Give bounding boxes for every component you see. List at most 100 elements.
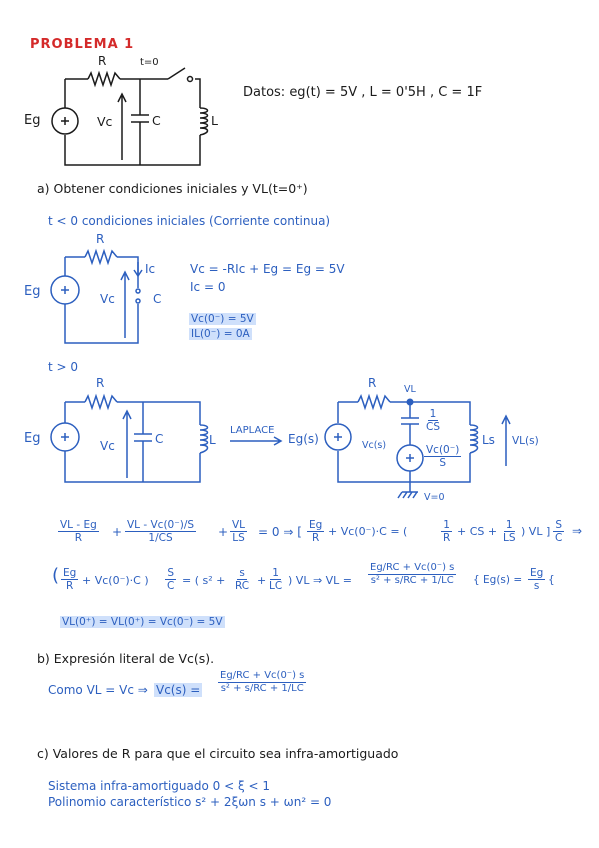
part-c-heading: c) Valores de R para que el circuito sea… bbox=[37, 746, 399, 761]
c4-vl-label: VL bbox=[404, 384, 416, 395]
eqb-frac-6: Eg s bbox=[528, 567, 546, 593]
eqb-big-frac: Eg/RC + Vc(0⁻) s s² + s/RC + 1/LC bbox=[368, 562, 457, 586]
eqa-f4-den: R bbox=[312, 532, 320, 545]
eqb-f2-den: C bbox=[167, 580, 175, 593]
eqa-frac-7: S C bbox=[553, 519, 564, 544]
eqa-frac-2: VL - Vc(0⁻)/S 1/CS bbox=[125, 519, 197, 545]
c4-egs-label: Eg(s) bbox=[288, 432, 319, 446]
c4-src-den: S bbox=[439, 457, 447, 470]
c1-l-label: L bbox=[211, 113, 218, 128]
c3-eg-label: Eg bbox=[24, 431, 41, 446]
eqb-f1-num: Eg bbox=[61, 567, 79, 581]
eqb-t4: ) VL ⇒ VL = bbox=[288, 574, 353, 587]
highlight-vl0: VL(0⁺) = VL(0⁺) = Vc(0⁻) = 5V bbox=[60, 616, 225, 628]
part-b-vcs: Vc(s) = bbox=[154, 683, 203, 697]
c4-vls-label: VL(s) bbox=[512, 435, 539, 447]
eqb-lp: ( bbox=[52, 565, 60, 586]
part-a-heading: a) Obtener condiciones iniciales y VL(t=… bbox=[37, 181, 308, 196]
c3-r-label: R bbox=[96, 376, 105, 390]
eqa-f2-num: VL - Vc(0⁻)/S bbox=[125, 519, 197, 533]
c4-src-frac: Vc(0⁻) S bbox=[424, 444, 462, 470]
c3-c-label: C bbox=[155, 432, 164, 446]
eqa-f4-num: Eg bbox=[307, 519, 325, 533]
t-greater-zero: t > 0 bbox=[48, 360, 79, 374]
eqa-mid: = 0 ⇒ [ bbox=[258, 525, 302, 539]
eqb-big-num: Eg/RC + Vc(0⁻) s bbox=[368, 562, 457, 575]
eqa-f5-num: 1 bbox=[441, 519, 452, 533]
laplace-label: LAPLACE bbox=[230, 425, 275, 436]
eqb-t5: { Eg(s) = bbox=[473, 574, 523, 586]
eqb-t1: + Vc(0⁻)·C ) bbox=[82, 574, 149, 587]
eqa-f3-den: LS bbox=[232, 532, 245, 545]
eqb-f4-num: 1 bbox=[270, 567, 281, 581]
eqb-frac-4: 1 LC bbox=[267, 567, 284, 592]
c4-cap-den: CS bbox=[426, 421, 440, 434]
part-c-line-1: Sistema infra-amortiguado 0 < ξ < 1 bbox=[48, 779, 270, 793]
c1-switch-label: t=0 bbox=[140, 57, 159, 68]
part-b-big-frac: Eg/RC + Vc(0⁻) s s² + s/RC + 1/LC bbox=[218, 670, 307, 694]
eqa-f7-num: S bbox=[553, 519, 564, 533]
eqa-f6-num: 1 bbox=[503, 519, 515, 533]
eqb-t6: { bbox=[548, 574, 555, 586]
part-b-big-num: Eg/RC + Vc(0⁻) s bbox=[218, 670, 307, 683]
part-b-como: Como VL = Vc ⇒ bbox=[48, 683, 148, 697]
eqa-t4: + Vc(0⁻)·C = ( bbox=[328, 525, 408, 538]
eqb-frac-3: s RC bbox=[233, 567, 251, 592]
eqa-plus-2: + bbox=[218, 525, 229, 539]
c4-ls-label: Ls bbox=[482, 433, 495, 447]
eqb-f3-num: s bbox=[237, 567, 247, 581]
eqa-f3-num: VL bbox=[230, 519, 248, 533]
eqa-f7-den: C bbox=[555, 532, 563, 545]
c2-c-label: C bbox=[153, 292, 162, 306]
eqa-f2-den: 1/CS bbox=[148, 532, 173, 545]
c4-vcs-label: Vc(s) bbox=[362, 440, 387, 451]
c4-src-num: Vc(0⁻) bbox=[424, 444, 462, 458]
eqb-f3-den: RC bbox=[235, 580, 250, 593]
eqa-frac-3: VL LS bbox=[230, 519, 248, 545]
part-b-heading: b) Expresión literal de Vc(s). bbox=[37, 651, 215, 666]
c3-l-label: L bbox=[209, 433, 216, 447]
eqb-t2: = ( s² + bbox=[182, 574, 226, 587]
eqa-f5-den: R bbox=[443, 532, 451, 545]
c1-c-label: C bbox=[152, 113, 161, 128]
c2-ic-label: Ic bbox=[145, 262, 156, 276]
c1-vc-label: Vc bbox=[97, 114, 113, 129]
eqb-frac-1: Eg R bbox=[61, 567, 79, 593]
part-b-big-den: s² + s/RC + 1/LC bbox=[220, 682, 304, 694]
eq-ic: Ic = 0 bbox=[190, 280, 226, 294]
datos-line: Datos: eg(t) = 5V , L = 0'5H , C = 1F bbox=[243, 85, 483, 100]
eqa-f1-num: VL - Eg bbox=[58, 519, 99, 533]
eqb-big-den: s² + s/RC + 1/LC bbox=[370, 574, 454, 586]
c4-cap-num: 1 bbox=[427, 408, 439, 422]
eqb-f6-num: Eg bbox=[528, 567, 546, 581]
eqb-f1-den: R bbox=[66, 580, 74, 593]
eqa-frac-4: Eg R bbox=[307, 519, 325, 545]
c1-r-label: R bbox=[98, 54, 107, 68]
eqa-frac-5: 1 R bbox=[441, 519, 452, 544]
c2-vc-label: Vc bbox=[100, 292, 115, 306]
eqa-t5: + CS + bbox=[457, 525, 498, 538]
c2-eg-label: Eg bbox=[24, 284, 41, 299]
eqa-f1-den: R bbox=[74, 532, 83, 545]
eqb-f6-den: s bbox=[533, 580, 540, 593]
part-a-sub: t < 0 condiciones iniciales (Corriente c… bbox=[48, 214, 331, 228]
eqb-f4-den: LC bbox=[269, 580, 283, 593]
c2-r-label: R bbox=[96, 232, 105, 246]
c3-vc-label: Vc bbox=[100, 439, 115, 453]
c4-ground-label: V=0 bbox=[424, 492, 445, 503]
eqb-t3: + bbox=[257, 574, 267, 587]
eqa-plus-1: + bbox=[112, 525, 123, 539]
c1-eg-label: Eg bbox=[24, 113, 41, 128]
eqa-arrow: ⇒ bbox=[572, 524, 583, 538]
eqa-t6: ) VL ] bbox=[521, 525, 551, 538]
c4-cap-frac: 1 CS bbox=[424, 408, 442, 433]
highlight-il0: IL(0⁻) = 0A bbox=[189, 328, 252, 340]
eqa-frac-6: 1 LS bbox=[501, 519, 518, 544]
c4-r-label: R bbox=[368, 376, 377, 390]
eq-vc: Vc = -RIc + Eg = Eg = 5V bbox=[190, 262, 345, 276]
eqa-frac-1: VL - Eg R bbox=[58, 519, 99, 544]
